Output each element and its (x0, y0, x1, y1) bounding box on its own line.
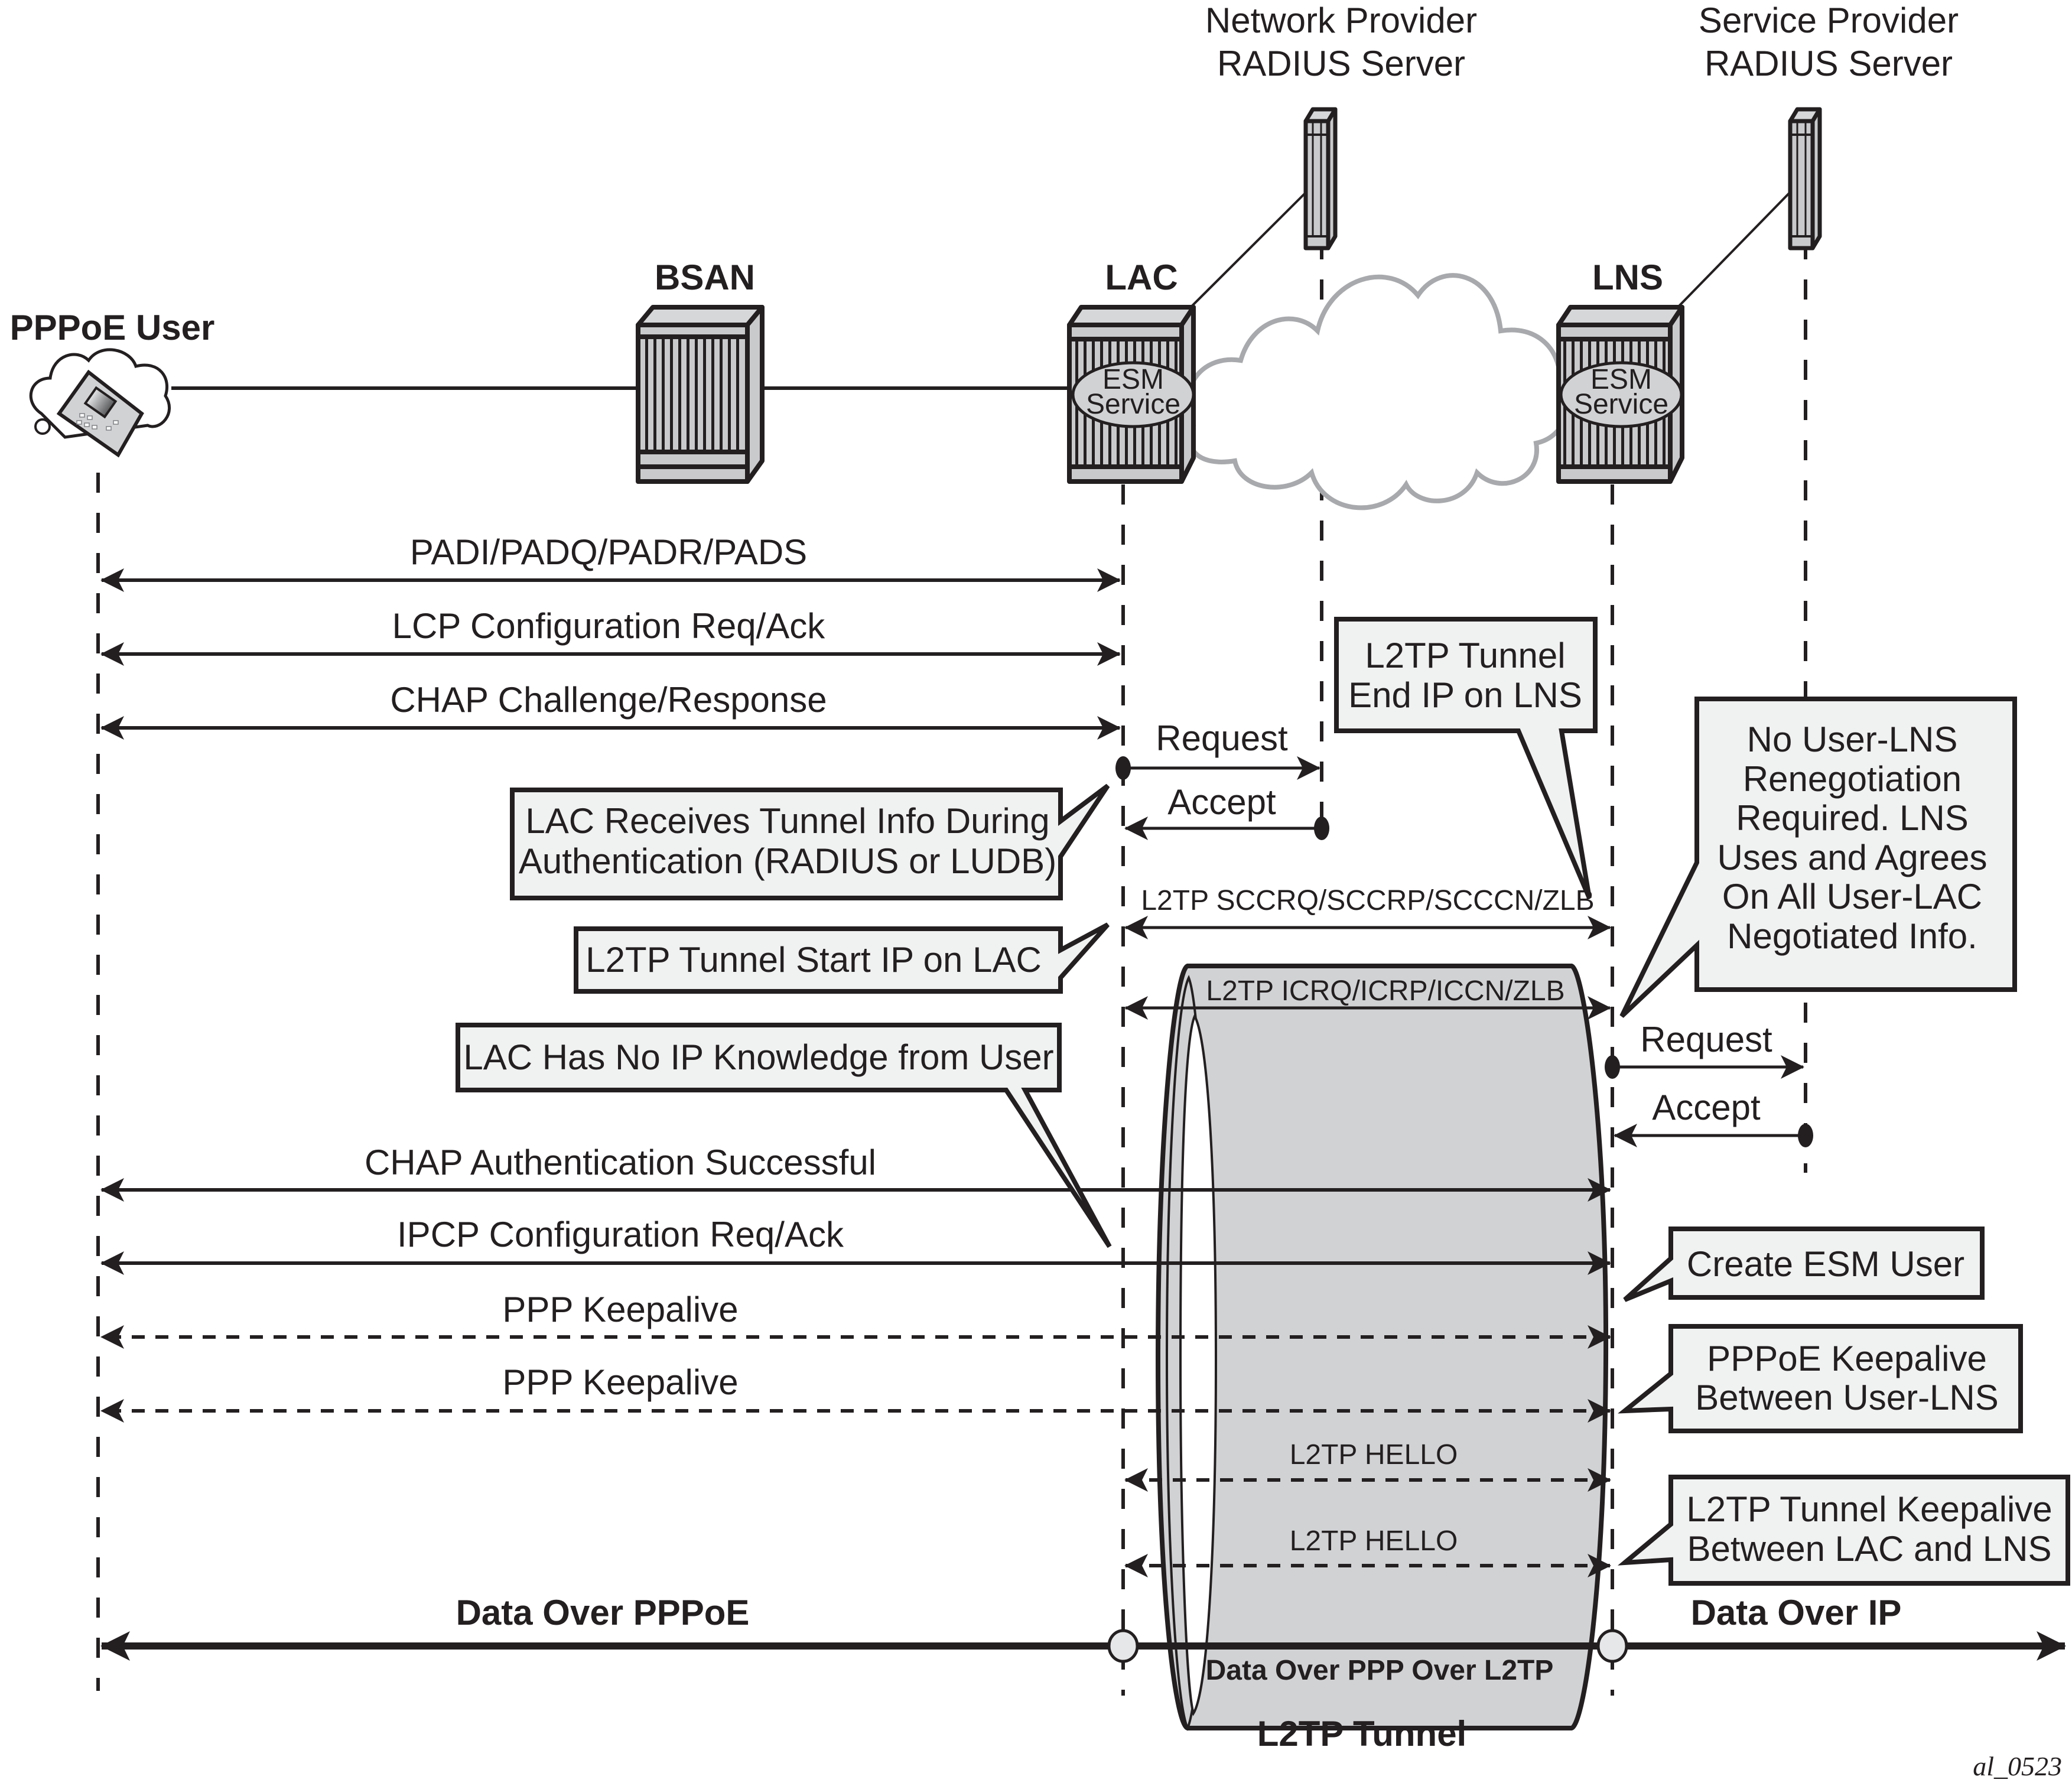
np-radius-server-icon (1303, 107, 1338, 251)
callout-no-ip (456, 1023, 1112, 1248)
callout-tunnel-ka-line1: L2TP Tunnel Keepalive (1686, 1489, 2052, 1529)
lac-esm-label-1: ESM (1102, 364, 1164, 395)
lac-data-junction (1107, 1629, 1139, 1663)
msg-label-lcp: LCP Configuration Req/Ack (392, 606, 826, 646)
tunnel-label: L2TP Tunnel (1257, 1714, 1466, 1754)
node-label-bsan: BSAN (655, 258, 755, 297)
callout-tunnel-ka-line2: Between LAC and LNS (1687, 1529, 2051, 1569)
node-label-lns: LNS (1592, 258, 1663, 297)
sp-radius-label-2: RADIUS Server (1705, 44, 1953, 83)
msg-label-np-request: Request (1156, 718, 1288, 758)
node-label-lac: LAC (1105, 258, 1178, 297)
lns-data-junction (1596, 1629, 1628, 1663)
msg-label-data-pppoe: Data Over PPPoE (456, 1593, 750, 1632)
msg-label-ppp-ka2: PPP Keepalive (502, 1362, 738, 1402)
np-accept-origin-dot (1314, 816, 1329, 840)
callout-lac-receives (510, 783, 1110, 900)
callout-tunnel-start-line1: L2TP Tunnel Start IP on LAC (586, 940, 1042, 980)
msg-label-chap-ok: CHAP Authentication Successful (365, 1143, 876, 1182)
pppoe-user-phone-icon (29, 348, 171, 458)
lns-device-icon (1556, 305, 1684, 484)
callout-lac-receives-line1: LAC Receives Tunnel Info During (525, 801, 1049, 841)
lns-esm-service-badge (1559, 361, 1683, 428)
callout-lac-receives-line2: Authentication (RADIUS or LUDB) (519, 841, 1056, 881)
callout-no-ip-line1: LAC Has No IP Knowledge from User (463, 1037, 1053, 1077)
figure-id: al_0523 (1973, 1751, 2062, 1781)
lac-esm-service-badge (1071, 361, 1195, 428)
callout-no-reneg-line2: Renegotiation (1743, 759, 1962, 799)
callout-tunnel-start (574, 922, 1110, 994)
msg-label-sp-request: Request (1640, 1020, 1772, 1059)
np-radius-label-1: Network Provider (1205, 1, 1477, 40)
callout-create-esm (1623, 1227, 1985, 1302)
msg-label-icrq: L2TP ICRQ/ICRP/ICCN/ZLB (1206, 975, 1564, 1007)
sp-radius-server-icon (1788, 107, 1822, 251)
callout-pppoe-ka-line1: PPPoE Keepalive (1707, 1339, 1987, 1378)
callout-no-reneg-line5: On All User-LAC (1722, 877, 1982, 916)
callout-no-reneg-line3: Required. LNS (1736, 798, 1969, 838)
callout-tunnel-end-line2: End IP on LNS (1348, 675, 1582, 715)
message-arrows (100, 568, 2066, 1661)
lac-esm-label-2: Service (1086, 389, 1180, 420)
msg-label-data-ip: Data Over IP (1691, 1593, 1902, 1632)
msg-label-ppp-ka1: PPP Keepalive (502, 1290, 738, 1329)
msg-label-np-accept: Accept (1167, 782, 1276, 822)
msg-label-padi: PADI/PADQ/PADR/PADS (410, 532, 807, 572)
np-radius-label-2: RADIUS Server (1217, 44, 1465, 83)
msg-label-data-l2tp: Data Over PPP Over L2TP (1206, 1655, 1554, 1686)
callout-no-reneg-line1: No User-LNS (1747, 720, 1958, 759)
callout-no-renegotiation (1619, 697, 2017, 1018)
callout-tunnel-ka (1618, 1475, 2070, 1586)
msg-label-sp-accept: Accept (1652, 1088, 1761, 1127)
msg-label-hello2: L2TP HELLO (1290, 1525, 1458, 1557)
l2tp-tunnel-shape (1155, 964, 1609, 1731)
callout-tunnel-end (1334, 617, 1598, 899)
sp-radius-label-1: Service Provider (1699, 1, 1959, 40)
msg-label-sccrq: L2TP SCCRQ/SCCRP/SCCCN/ZLB (1141, 885, 1594, 916)
callout-pppoe-ka-line2: Between User-LNS (1695, 1378, 1999, 1417)
msg-label-hello1: L2TP HELLO (1290, 1439, 1458, 1471)
np-request-origin-dot (1115, 756, 1131, 780)
callout-create-esm-line1: Create ESM User (1687, 1244, 1964, 1284)
bsan-device-icon (636, 305, 765, 484)
callout-pppoe-ka (1618, 1324, 2023, 1433)
lns-esm-label-1: ESM (1590, 364, 1652, 395)
callout-tunnel-end-line1: L2TP Tunnel (1365, 636, 1565, 675)
sp-accept-origin-dot (1798, 1124, 1813, 1147)
lns-esm-label-2: Service (1574, 389, 1668, 420)
msg-label-ipcp: IPCP Configuration Req/Ack (397, 1215, 844, 1254)
node-label-user: PPPoE User (10, 308, 215, 347)
ip-network-cloud (1186, 273, 1571, 510)
sp-request-origin-dot (1605, 1055, 1620, 1079)
callout-no-reneg-line4: Uses and Agrees (1718, 838, 1988, 877)
msg-label-chap: CHAP Challenge/Response (390, 680, 827, 720)
callouts (456, 617, 2070, 1586)
callout-no-reneg-line6: Negotiated Info. (1727, 916, 1977, 956)
